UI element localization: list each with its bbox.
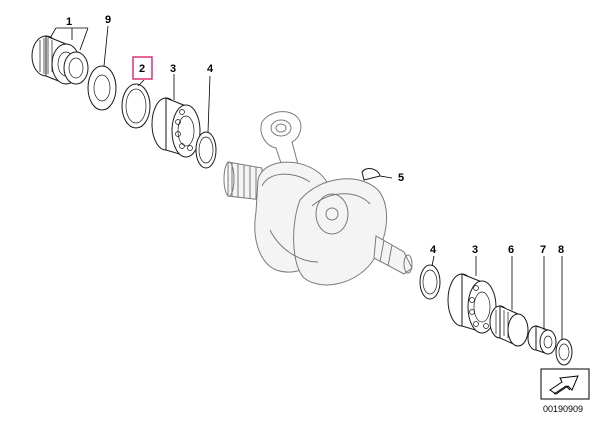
callout-6: 6: [508, 244, 514, 256]
callout-8: 8: [558, 244, 564, 256]
crankshaft: [223, 111, 413, 286]
part-4-ring-top: [195, 131, 217, 169]
part-3-ball-bearing-bottom: [447, 273, 497, 334]
callout-9: 9: [105, 14, 111, 26]
callout-5: 5: [398, 172, 404, 184]
leader-lines: [49, 25, 563, 340]
part-5-key: [361, 168, 381, 181]
part-4-ring-bottom: [419, 264, 441, 300]
callout-4-top: 4: [207, 63, 214, 75]
callouts: 1 9 2 3 4 5 4 3 6 7 8: [66, 14, 564, 256]
arrow-icon: [540, 368, 590, 400]
part-7-bushing: [527, 325, 557, 355]
drawing-number: 00190909: [543, 404, 583, 414]
part-9-washer: [87, 65, 117, 111]
callout-2-highlight-box: [132, 56, 153, 80]
part-8-washer: [555, 338, 573, 366]
part-2-shim-ring: [121, 83, 151, 129]
callout-3-bottom: 3: [472, 244, 478, 256]
callout-7: 7: [540, 244, 546, 256]
part-3-ball-bearing-top: [151, 97, 201, 158]
callout-2: 2: [139, 63, 145, 75]
callout-1: 1: [66, 16, 72, 28]
part-needle-bearing-top-2: [63, 51, 89, 85]
part-6-needle-bearing: [489, 305, 529, 347]
callout-3-top: 3: [170, 63, 176, 75]
callout-4-bottom: 4: [430, 244, 437, 256]
